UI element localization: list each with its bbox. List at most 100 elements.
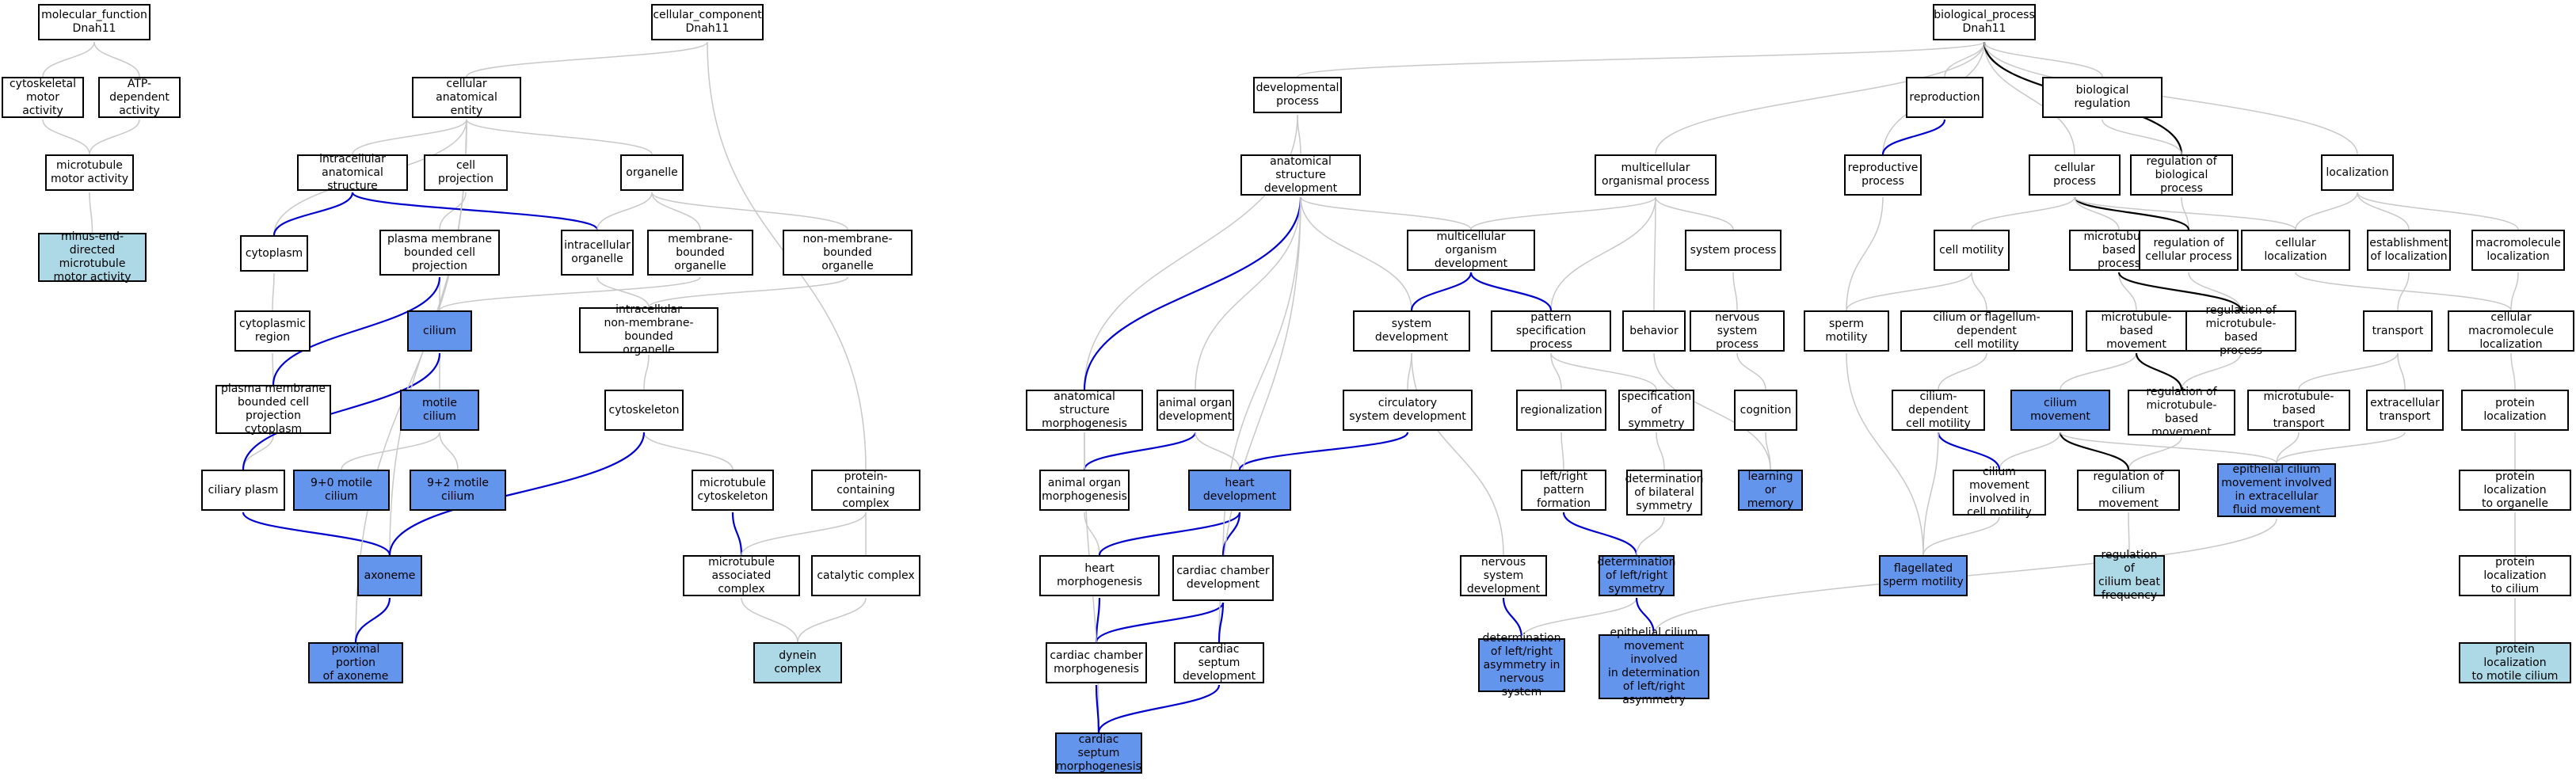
node-heart-morph[interactable]: heart morphogenesis: [1039, 555, 1160, 596]
node-det-lr[interactable]: determination of left/right symmetry: [1597, 555, 1676, 596]
node-intra-anat[interactable]: intracellular anatomical structure: [297, 153, 408, 192]
node-det-bilat[interactable]: determination of bilateral symmetry: [1625, 470, 1703, 516]
node-mem-org[interactable]: membrane-bounded organelle: [647, 230, 753, 276]
node-multi-dev[interactable]: multicellular organism development: [1407, 230, 1535, 271]
edge-learning-to-behavior: [1653, 352, 1771, 470]
node-pattern[interactable]: pattern specification process: [1491, 310, 1611, 352]
node-repro-proc[interactable]: reproductive process: [1844, 154, 1922, 196]
node-bp-root[interactable]: biological_process Dnah11: [1933, 4, 2036, 40]
node-behavior[interactable]: behavior: [1622, 310, 1686, 352]
node-prot-loc[interactable]: protein localization: [2461, 390, 2569, 431]
node-dev-proc[interactable]: developmental process: [1253, 77, 1342, 113]
node-cytoplasm[interactable]: cytoplasm: [240, 235, 308, 272]
node-axoneme[interactable]: axoneme: [357, 555, 422, 596]
node-reg-cell[interactable]: regulation of cellular process: [2139, 230, 2239, 271]
node-lr-pattern[interactable]: left/right pattern formation: [1521, 470, 1606, 511]
node-minus-end[interactable]: minus-end-directed microtubule motor act…: [38, 230, 147, 283]
node-circ-dev[interactable]: circulatory system development: [1343, 390, 1473, 431]
node-epi-extra[interactable]: epithelial cilium movement involved in e…: [2217, 463, 2336, 517]
node-mt-assoc[interactable]: microtubule associated complex: [683, 555, 800, 596]
node-cyto-region[interactable]: cytoplasmic region: [234, 310, 311, 352]
node-est-loc[interactable]: establishment of localization: [2367, 230, 2451, 271]
node-multi-proc[interactable]: multicellular organismal process: [1595, 154, 1717, 196]
node-dynein[interactable]: dynein complex: [753, 642, 842, 683]
node-septum-morph[interactable]: cardiac septum morphogenesis: [1055, 732, 1142, 774]
node-cell-proj[interactable]: cell projection: [424, 154, 508, 191]
node-cell-proc[interactable]: cellular process: [2029, 154, 2121, 196]
node-catalytic[interactable]: catalytic complex: [811, 555, 920, 596]
node-learning[interactable]: learning or memory: [1738, 470, 1803, 511]
node-epi-lr[interactable]: epithelial cilium movement involved in d…: [1599, 626, 1709, 706]
node-pm-proj-cyto[interactable]: plasma membrane bounded cell projection …: [215, 382, 331, 436]
node-prot-loc-org[interactable]: protein localization to organelle: [2459, 470, 2571, 511]
edge-reg-cell-to-cell-proc: [2073, 196, 2190, 230]
node-sys-proc[interactable]: system process: [1685, 230, 1781, 271]
node-heart-dev[interactable]: heart development: [1188, 470, 1291, 511]
node-septum-dev[interactable]: cardiac septum development: [1174, 642, 1264, 683]
node-cognition[interactable]: cognition: [1734, 390, 1797, 431]
node-reg-cil-move[interactable]: regulation of cilium movement: [2077, 470, 2180, 511]
node-reg-beat[interactable]: regulation of cilium beat frequency: [2094, 549, 2165, 602]
node-organ-dev[interactable]: animal organ development: [1157, 390, 1234, 431]
node-cell-macro-loc[interactable]: cellular macromolecule localization: [2448, 310, 2574, 352]
node-intra-nonmem[interactable]: intracellular non-membrane-bounded organ…: [579, 303, 718, 356]
node-flag-sperm[interactable]: flagellated sperm motility: [1879, 555, 1968, 596]
node-organ-morph[interactable]: animal organ morphogenesis: [1039, 470, 1130, 511]
node-mt-movement[interactable]: microtubule-based movement: [2086, 310, 2187, 352]
node-sperm-mot[interactable]: sperm motility: [1804, 310, 1889, 352]
node-cell-loc[interactable]: cellular localization: [2241, 230, 2350, 271]
node-spec-sym[interactable]: specification of symmetry: [1618, 390, 1694, 431]
node-nerv-dev[interactable]: nervous system development: [1460, 555, 1547, 596]
node-cil90[interactable]: 9+0 motile cilium: [293, 470, 390, 511]
node-det-lr-nerv[interactable]: determination of left/right asymmetry in…: [1478, 632, 1565, 698]
node-atp-dep[interactable]: ATP-dependent activity: [98, 77, 181, 118]
node-prot-loc-motile[interactable]: protein localization to motile cilium: [2459, 642, 2571, 683]
node-cc-root[interactable]: cellular_component Dnah11: [651, 4, 764, 40]
node-mt-transport[interactable]: microtubule-based transport: [2247, 390, 2350, 431]
node-sys-dev[interactable]: system development: [1353, 310, 1470, 352]
node-regionalization[interactable]: regionalization: [1516, 390, 1606, 431]
node-reg-bio[interactable]: regulation of biological process: [2130, 154, 2233, 196]
node-localization[interactable]: localization: [2321, 154, 2394, 191]
edge-nerv-sys-proc-to-sys-proc: [1732, 272, 1738, 311]
node-chamber-dev[interactable]: cardiac chamber development: [1172, 555, 1274, 601]
node-chamber-morph[interactable]: cardiac chamber morphogenesis: [1046, 642, 1147, 683]
node-cil92[interactable]: 9+2 motile cilium: [410, 470, 506, 511]
node-cil-flag-mot[interactable]: cilium or flagellum-dependent cell motil…: [1900, 310, 2073, 352]
node-anat-morph[interactable]: anatomical structure morphogenesis: [1026, 390, 1143, 431]
node-ciliary-plasm[interactable]: ciliary plasm: [201, 470, 285, 511]
node-mt-motor[interactable]: microtubule motor activity: [45, 154, 134, 191]
edge-axoneme-to-cytoskeleton: [388, 432, 646, 556]
edge-reg-bio-to-bio-reg: [2102, 119, 2182, 155]
node-cil-move-mot[interactable]: cilium movement involved in cell motilit…: [1953, 466, 2046, 519]
node-cytoskeleton[interactable]: cytoskeleton: [604, 390, 684, 431]
node-reproduction[interactable]: reproduction: [1906, 77, 1983, 118]
node-extra-transport[interactable]: extracellular transport: [2366, 390, 2444, 431]
node-transport[interactable]: transport: [2363, 310, 2433, 352]
edge-cognition-to-nerv-sys-proc: [1736, 352, 1766, 390]
node-mt-cytoskel[interactable]: microtubule cytoskeleton: [692, 470, 774, 511]
node-macro-loc[interactable]: macromolecule localization: [2471, 230, 2565, 271]
node-mf-root[interactable]: molecular_function Dnah11: [38, 4, 151, 40]
node-anat-dev[interactable]: anatomical structure development: [1240, 154, 1361, 196]
node-cyto-motor[interactable]: cytoskeletal motor activity: [2, 77, 84, 118]
node-nerv-sys-proc[interactable]: nervous system process: [1690, 310, 1785, 352]
node-cil-movement[interactable]: cilium movement: [2010, 390, 2110, 431]
edge-axoneme-to-ciliary-plasm: [242, 512, 391, 556]
node-organelle[interactable]: organelle: [620, 154, 684, 191]
node-motile-cilium[interactable]: motile cilium: [400, 390, 479, 431]
node-prot-complex[interactable]: protein-containing complex: [811, 470, 920, 511]
node-prox-axoneme[interactable]: proximal portion of axoneme: [308, 642, 403, 683]
node-cell-motility[interactable]: cell motility: [1934, 230, 2010, 271]
node-intra-org[interactable]: intracellular organelle: [561, 230, 634, 276]
node-cil-dep-mot[interactable]: cilium-dependent cell motility: [1892, 390, 1985, 431]
node-bio-reg[interactable]: biological regulation: [2042, 77, 2163, 118]
node-reg-mt-proc[interactable]: regulation of microtubule-based process: [2185, 304, 2296, 357]
node-cae[interactable]: cellular anatomical entity: [412, 77, 521, 118]
node-pm-proj[interactable]: plasma membrane bounded cell projection: [379, 230, 500, 276]
node-nonmem-org[interactable]: non-membrane-bounded organelle: [783, 230, 913, 276]
node-reg-mt-move[interactable]: regulation of microtubule-based movement: [2128, 386, 2235, 439]
node-cilium[interactable]: cilium: [407, 310, 472, 352]
edge-epi-lr-to-det-lr: [1635, 597, 1656, 635]
node-prot-loc-cil[interactable]: protein localization to cilium: [2459, 555, 2571, 596]
